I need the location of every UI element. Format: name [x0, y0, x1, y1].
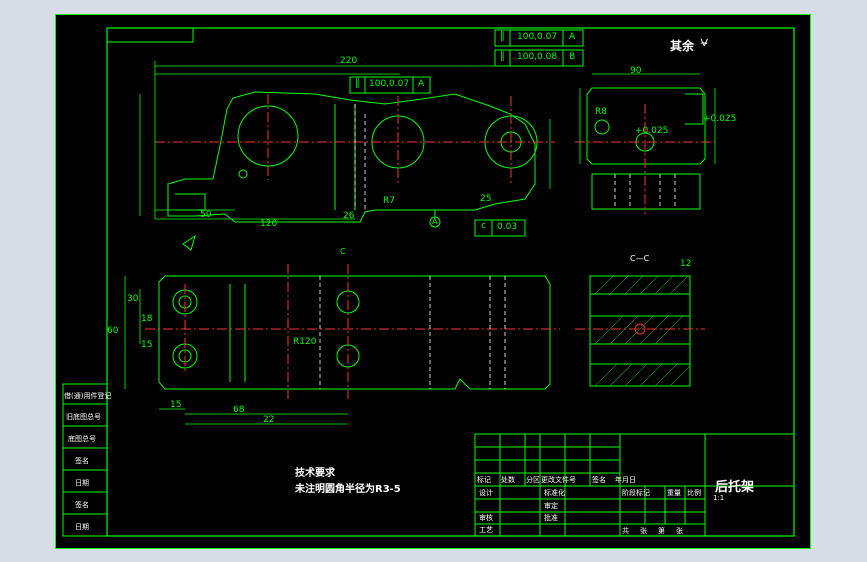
- dim-side-tolerance: +0.025: [703, 114, 737, 124]
- tolerance-frame-boxes: [349, 29, 584, 237]
- tb-mid-label-2: 批准: [544, 514, 558, 522]
- left-strip-grid: [62, 383, 108, 537]
- dim-top-22: 22: [263, 415, 275, 425]
- roughness-symbol-icon: ⍱: [700, 34, 709, 50]
- dim-front-25: 25: [480, 194, 492, 204]
- section-hatch: [594, 275, 691, 387]
- section-label: C—C: [630, 254, 650, 263]
- dim-front-r7: R7: [383, 196, 395, 206]
- tb-left-label-1: 审核: [479, 514, 493, 522]
- tol-frame-2-symbol: ∥: [500, 51, 505, 62]
- tol-frame-1-value: 100,0.07: [517, 32, 558, 42]
- tb-left-label-2: 工艺: [479, 526, 493, 534]
- strip-label-1: 旧底图总号: [66, 413, 101, 421]
- dim-front-50: 50: [200, 210, 212, 220]
- tb-stage-label-2: 比例: [687, 489, 701, 497]
- dim-section-12: 12: [680, 259, 692, 269]
- title-block-grid: [474, 433, 795, 537]
- tb-header-5: 年月日: [615, 476, 636, 484]
- tb-header-2: 分区: [526, 476, 540, 484]
- tb-left-label-0: 设计: [479, 489, 493, 497]
- dim-front-120: 120: [260, 219, 278, 229]
- tech-req-title: 技术要求: [295, 468, 335, 479]
- dim-front-total: 220: [340, 56, 358, 66]
- top-centerlines: [145, 264, 560, 399]
- strip-label-0: 借(通)用件登记: [64, 392, 112, 400]
- tol-frame-3-symbol: ∥: [355, 78, 360, 89]
- side-dim-lines: [579, 73, 716, 164]
- tol-frame-2-value: 100,0.08: [517, 52, 558, 62]
- front-hidden: [354, 104, 366, 210]
- tb-stage-label-1: 重量: [667, 489, 681, 497]
- tol-frame-1-datum: A: [569, 32, 576, 42]
- tb-sheet-label-2: 第: [658, 527, 665, 535]
- dim-side-tolerance-b: +0.025: [635, 126, 669, 136]
- dim-top-18: 18: [141, 314, 153, 324]
- drawing-sheet: 其余 ⍱ ∥ 100,0.07 A ∥ 100,0.08 B ∥ 100,0.0…: [55, 14, 811, 549]
- side-centerlines: [575, 104, 715, 214]
- inner-border: [106, 27, 795, 537]
- tol-frame-2-datum: B: [569, 52, 576, 62]
- top-view: [158, 275, 551, 390]
- dim-top-60: 60: [107, 326, 119, 336]
- dim-side-r8: R8: [595, 107, 607, 117]
- scale-value: 1:1: [713, 494, 725, 502]
- dim-side-90: 90: [630, 66, 642, 76]
- dim-top-r120: R120: [293, 337, 317, 347]
- strip-label-2: 底图总号: [68, 435, 96, 443]
- tol-frame-1-symbol: ∥: [500, 31, 505, 42]
- dim-top-68: 68: [233, 405, 245, 415]
- top-dim-lines: [124, 276, 348, 425]
- tol-frame-4-value: 0.03: [497, 222, 518, 232]
- drawing-title: 后托架: [715, 480, 755, 495]
- tol-frame-3-datum: A: [418, 79, 425, 89]
- datum-markers: [182, 210, 441, 251]
- tb-mid-label-1: 审定: [544, 502, 558, 510]
- tech-req-text: 未注明圆角半径为R3-5: [295, 484, 401, 495]
- drawing-canvas: [55, 14, 811, 549]
- tb-header-0: 标记: [477, 476, 491, 484]
- section-view: [589, 275, 691, 387]
- tb-mid-label-0: 标准化: [544, 489, 565, 497]
- strip-label-5: 签名: [75, 501, 89, 509]
- tol-frame-3-value: 100,0.07: [369, 79, 410, 89]
- strip-label-4: 日期: [75, 479, 89, 487]
- surface-finish-note: 其余: [670, 39, 695, 53]
- dim-top-15: 15: [170, 400, 182, 410]
- strip-label-6: 日期: [75, 523, 89, 531]
- tb-header-4: 签名: [592, 476, 606, 484]
- strip-label-3: 签名: [75, 457, 89, 465]
- tb-sheet-label-3: 张: [676, 527, 683, 535]
- section-mark-top: C: [340, 247, 346, 256]
- top-hidden: [319, 276, 506, 389]
- top-left-cell: [106, 27, 194, 43]
- dim-top-30: 30: [127, 294, 139, 304]
- tb-stage-label-0: 阶段标记: [622, 489, 650, 497]
- tb-header-3: 更改文件号: [541, 476, 576, 484]
- datum-label: A: [432, 217, 438, 226]
- tb-sheet-label-0: 共: [622, 527, 629, 535]
- tol-frame-4-symbol: c: [481, 221, 486, 231]
- dim-front-26: 26: [343, 211, 355, 221]
- tb-header-1: 处数: [501, 476, 515, 484]
- tb-sheet-label-1: 张: [640, 527, 647, 535]
- dim-top-15b: 15: [141, 340, 153, 350]
- front-dim-lines: [139, 61, 551, 220]
- section-hole: [634, 323, 646, 335]
- outer-border: [55, 14, 811, 549]
- side-hidden: [614, 174, 676, 209]
